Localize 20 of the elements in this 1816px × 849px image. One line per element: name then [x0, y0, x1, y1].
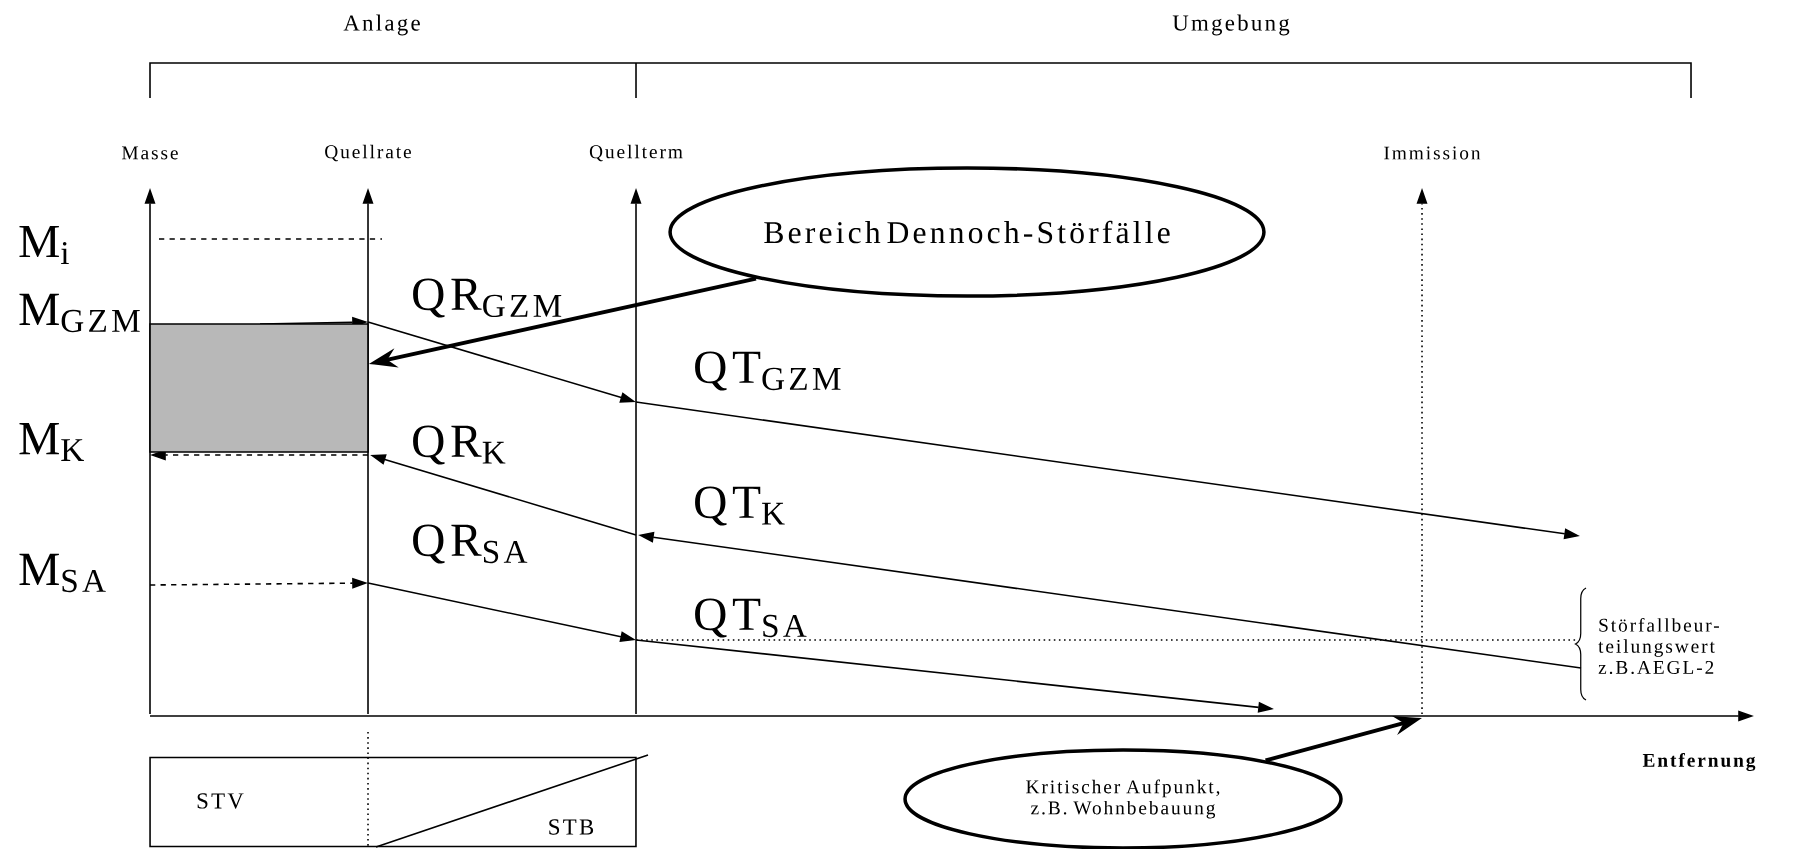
- axis-label: Quellterm: [589, 144, 683, 162]
- axis-title: Entfernung: [1642, 753, 1756, 771]
- section-label: Anlage: [343, 14, 420, 36]
- shaded-area: [149, 323, 369, 453]
- symbol-label: QT$_{GZM}$: [695, 351, 841, 391]
- section-label: Umgebung: [1172, 14, 1290, 36]
- symbol-label: QR$_{SA}$: [413, 524, 528, 564]
- axis-label: Immission: [1384, 146, 1481, 160]
- symbol-label: QT$_{K}$: [695, 486, 785, 526]
- symbol-label: QR$_{GZM}$: [413, 278, 562, 318]
- axis-label: Masse: [122, 146, 178, 160]
- symbol-label: M$_{i}$: [19, 226, 69, 264]
- symbol-label: QR$_{K}$: [413, 425, 506, 465]
- symbol-label: M$_{K}$: [19, 423, 84, 461]
- axis-label: Quellrate: [325, 144, 411, 162]
- note-text: Störfallbeur-teilungswert z.B.AEGL-2: [1598, 618, 1719, 675]
- symbol-label: QT$_{SA}$: [695, 598, 807, 638]
- split-box: STV STB: [149, 754, 649, 848]
- symbol-label: M$_{SA}$: [19, 553, 106, 593]
- symbol-label: M$_{GZM}$: [19, 293, 140, 333]
